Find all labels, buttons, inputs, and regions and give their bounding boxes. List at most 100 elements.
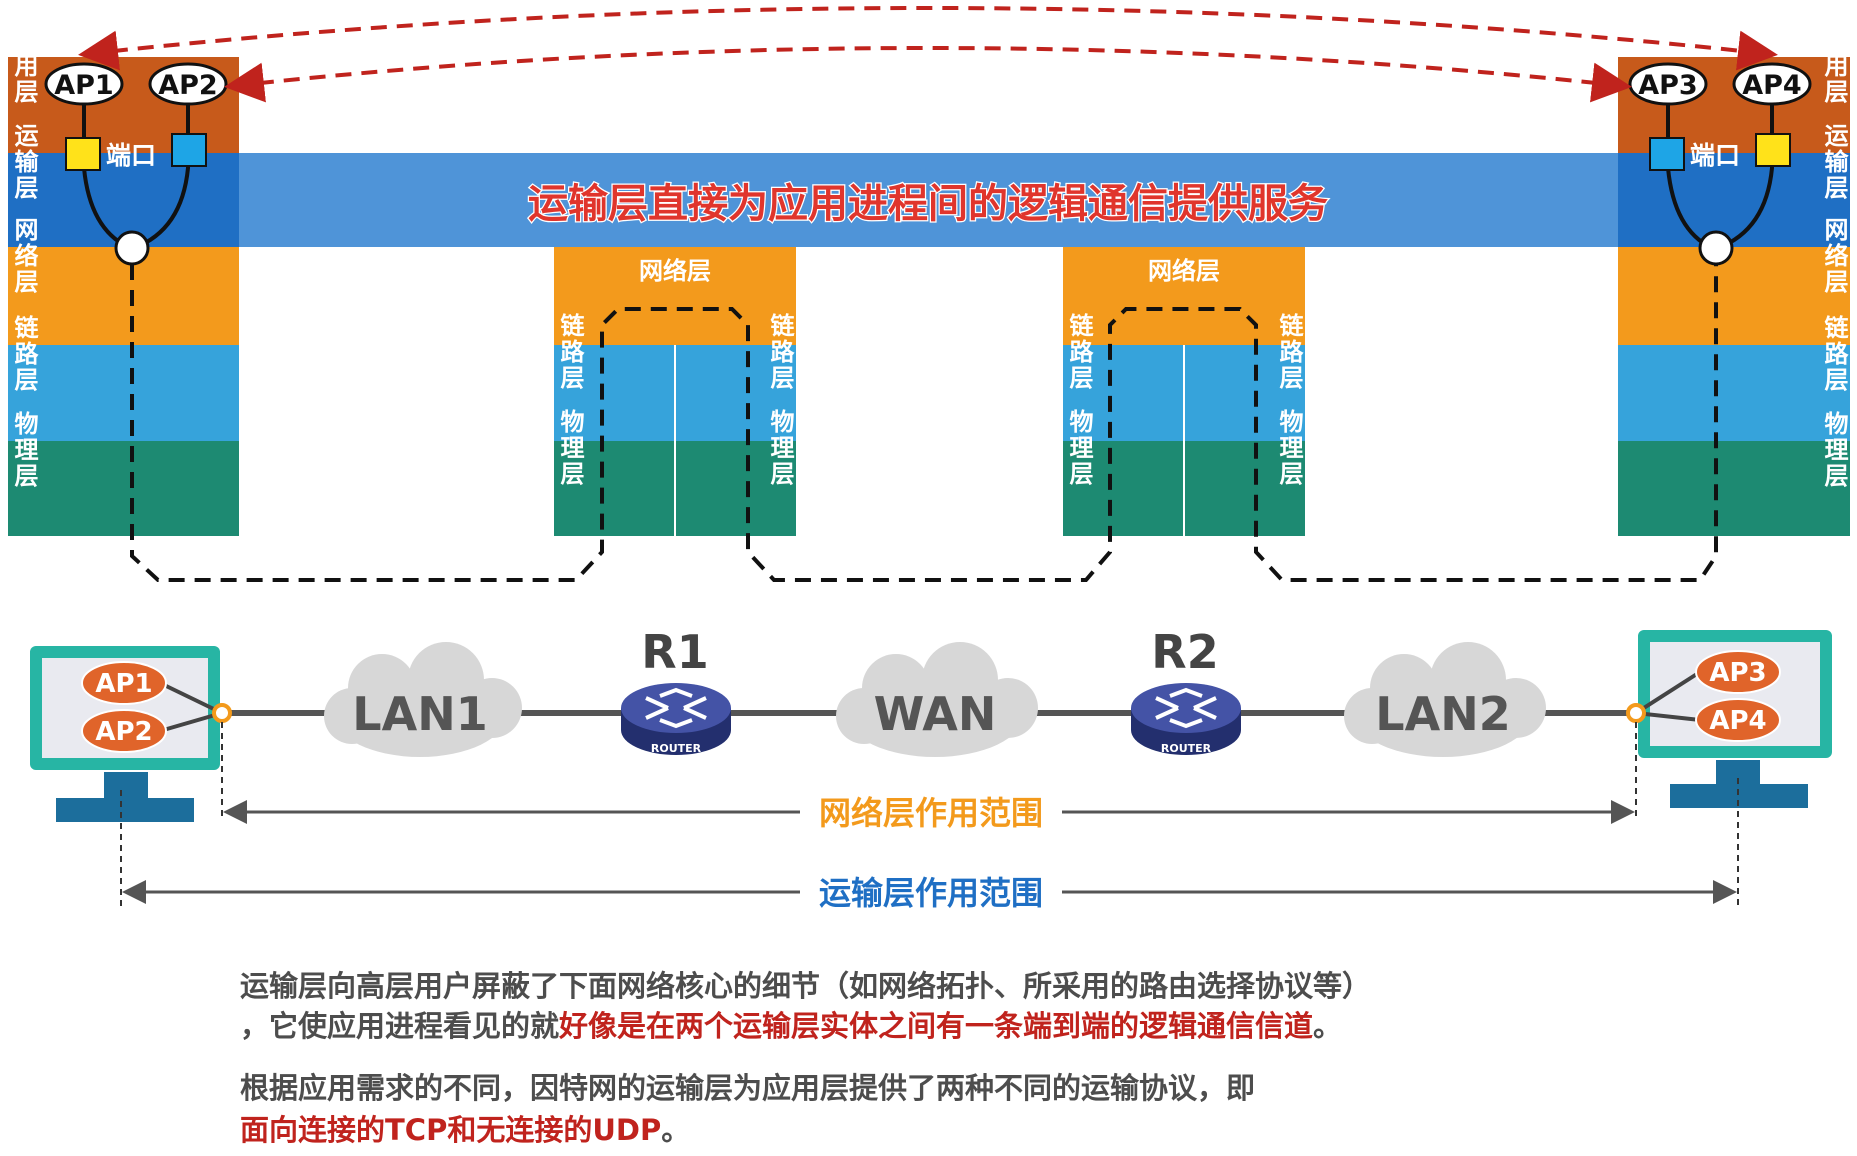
r1-network-layer bbox=[554, 247, 796, 345]
r1-link-layer-right bbox=[676, 345, 796, 441]
ap3-port bbox=[1649, 137, 1685, 171]
lan2-label: LAN2 bbox=[1375, 687, 1510, 741]
note-paragraph-2-line-1: 根据应用需求的不同，因特网的运输层为应用层提供了两种不同的运输协议，即 bbox=[240, 1068, 1255, 1108]
left-port-label: 端口 bbox=[106, 141, 156, 170]
ap1-port bbox=[65, 137, 101, 171]
left-physical-layer bbox=[8, 441, 239, 536]
left-host-stack: 应用层 运输层 网络层 链路层 物理层 AP1 AP2 端口 bbox=[8, 26, 239, 536]
r2-physical-layer-left bbox=[1063, 441, 1183, 536]
r2-network-layer bbox=[1063, 247, 1305, 345]
left-network-label: 网络层 bbox=[10, 217, 38, 295]
left-link-label: 链路层 bbox=[10, 314, 38, 393]
right-physical-layer bbox=[1618, 441, 1850, 536]
note-p2-emphasis: 面向连接的TCP和无连接的UDP bbox=[240, 1113, 662, 1147]
r2-link-layer-right bbox=[1185, 345, 1305, 441]
r1-physical-layer-left bbox=[554, 441, 674, 536]
r2-network-label: 网络层 bbox=[1148, 257, 1220, 285]
r1-link-label-left: 链路层 bbox=[556, 312, 584, 391]
r2-label: R2 bbox=[1151, 625, 1218, 679]
left-host-computer: AP1 AP2 bbox=[30, 646, 232, 822]
left-ap1-oval bbox=[81, 661, 167, 705]
transport-scope-label: 运输层作用范围 bbox=[819, 874, 1043, 912]
r1-network-label: 网络层 bbox=[639, 257, 711, 285]
data-path-dashed bbox=[130, 264, 1718, 582]
left-link-layer bbox=[8, 345, 239, 441]
note-p2-a: 根据应用需求的不同，因特网的运输层为应用层提供了两种不同的运输协议，即 bbox=[240, 1071, 1256, 1105]
left-monitor-stand bbox=[56, 798, 194, 822]
left-application-label: 应用层 bbox=[10, 26, 38, 105]
left-transport-layer bbox=[8, 153, 239, 247]
router-r2-stack: 网络层 链路层 链路层 物理层 物理层 bbox=[1063, 247, 1305, 536]
note-p1-a: 运输层向高层用户屏蔽了下面网络核心的细节（如网络拓扑、所采用的路由选择协议等） bbox=[240, 969, 1372, 1003]
note-p1-emphasis: 好像是在两个运输层实体之间有一条端到端的逻辑通信信道 bbox=[559, 1009, 1314, 1043]
right-port-label: 端口 bbox=[1690, 141, 1740, 170]
left-transport-label: 运输层 bbox=[10, 123, 38, 201]
right-application-label: 应用层 bbox=[1820, 26, 1848, 105]
right-ap4-label: AP4 bbox=[1709, 706, 1766, 736]
r2-link-layer-left bbox=[1063, 345, 1183, 441]
r1-physical-label-right: 物理层 bbox=[766, 409, 794, 487]
left-monitor-neck bbox=[104, 772, 148, 800]
left-network-layer bbox=[8, 247, 239, 345]
right-host-computer: AP3 AP4 bbox=[1626, 630, 1832, 808]
r1-label: R1 bbox=[641, 625, 708, 679]
left-ap2-oval bbox=[81, 709, 167, 753]
ap1-process-label: AP1 bbox=[54, 70, 113, 101]
note-p2-end: 。 bbox=[661, 1113, 691, 1147]
right-transport-entity bbox=[1698, 230, 1734, 266]
right-network-label: 网络层 bbox=[1820, 217, 1848, 295]
left-physical-label: 物理层 bbox=[10, 411, 38, 489]
right-ap3-label: AP3 bbox=[1709, 658, 1766, 688]
logical-link-ap1-ap4 bbox=[78, 6, 1778, 71]
note-p1-b: ，它使应用进程看见的就 bbox=[240, 1009, 560, 1043]
lan1-label: LAN1 bbox=[352, 687, 487, 741]
r1-link-label-right: 链路层 bbox=[766, 312, 794, 391]
right-physical-label: 物理层 bbox=[1820, 411, 1848, 489]
right-interface-dot bbox=[1626, 703, 1646, 723]
transport-banner: 运输层直接为应用进程间的逻辑通信提供服务 bbox=[528, 181, 1328, 227]
r2-link-label-right: 链路层 bbox=[1275, 312, 1303, 391]
note-paragraph-2-line-2: 面向连接的TCP和无连接的UDP。 bbox=[240, 1110, 690, 1150]
lan1-cloud: LAN1 bbox=[324, 642, 522, 757]
right-ap4-oval bbox=[1695, 698, 1781, 742]
r2-link-label-left: 链路层 bbox=[1065, 312, 1093, 391]
lan2-cloud: LAN2 bbox=[1344, 642, 1546, 757]
r1-physical-label-left: 物理层 bbox=[556, 409, 584, 487]
right-ap3-oval bbox=[1695, 650, 1781, 694]
ap4-process-label: AP4 bbox=[1742, 70, 1801, 101]
r1-router-caption: ROUTER bbox=[651, 742, 702, 755]
ap2-port bbox=[171, 133, 207, 167]
transport-band bbox=[238, 153, 1618, 247]
r2-physical-layer-right bbox=[1185, 441, 1305, 536]
logical-link-ap2-ap3 bbox=[224, 46, 1632, 103]
right-network-layer bbox=[1618, 247, 1850, 345]
note-paragraph-1-line-2: ，它使应用进程看见的就好像是在两个运输层实体之间有一条端到端的逻辑通信信道。 bbox=[240, 1006, 1342, 1046]
r2-router-caption: ROUTER bbox=[1161, 742, 1212, 755]
r1-link-layer-left bbox=[554, 345, 674, 441]
ap4-port bbox=[1755, 133, 1791, 167]
note-p1-end: 。 bbox=[1313, 1009, 1343, 1043]
wan-label: WAN bbox=[874, 687, 997, 741]
ap3-process-label: AP3 bbox=[1638, 70, 1697, 101]
r1-router-arrows-icon bbox=[645, 687, 707, 729]
right-host-stack: 应用层 运输层 网络层 链路层 物理层 AP3 AP4 端口 bbox=[1618, 26, 1850, 536]
router-r1: R1 ROUTER bbox=[621, 625, 731, 755]
left-ap2-label: AP2 bbox=[95, 717, 152, 747]
note-paragraph-1-line-1: 运输层向高层用户屏蔽了下面网络核心的细节（如网络拓扑、所采用的路由选择协议等） bbox=[240, 966, 1371, 1006]
r2-router-arrows-icon bbox=[1155, 687, 1217, 729]
left-transport-entity bbox=[114, 230, 150, 266]
r1-physical-layer-right bbox=[676, 441, 796, 536]
r2-physical-label-right: 物理层 bbox=[1275, 409, 1303, 487]
wan-cloud: WAN bbox=[836, 642, 1038, 757]
r2-physical-label-left: 物理层 bbox=[1065, 409, 1093, 487]
left-ap1-label: AP1 bbox=[95, 669, 152, 699]
router-r1-stack: 网络层 链路层 链路层 物理层 物理层 bbox=[554, 247, 796, 536]
right-transport-label: 运输层 bbox=[1820, 123, 1848, 201]
network-scope-label: 网络层作用范围 bbox=[819, 794, 1043, 832]
ap2-process-label: AP2 bbox=[158, 70, 217, 101]
right-link-layer bbox=[1618, 345, 1850, 441]
left-interface-dot bbox=[212, 703, 232, 723]
right-link-label: 链路层 bbox=[1820, 314, 1848, 393]
router-r2: R2 ROUTER bbox=[1131, 625, 1241, 755]
